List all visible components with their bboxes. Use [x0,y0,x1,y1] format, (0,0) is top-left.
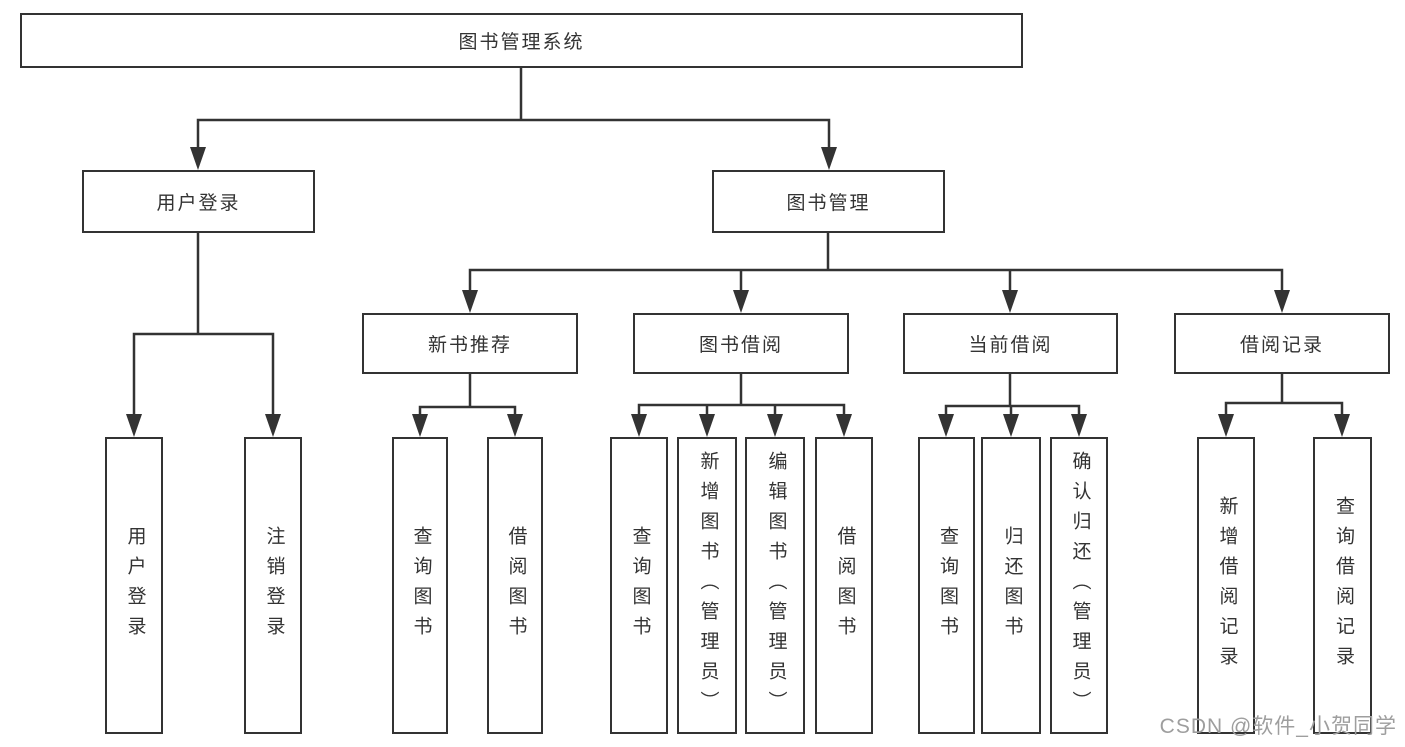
leaf-borrowing-query-books: 查询图书 [610,437,668,734]
node-library-system: 图书管理系统 [20,13,1023,68]
node-book-management-label: 图书管理 [786,193,871,214]
leaf-logout: 注销登录 [244,437,302,734]
leaf-borrowing-query-books-label: 查询图书 [629,525,651,646]
leaf-newbooks-query-books: 查询图书 [392,437,448,734]
leaf-current-return-books: 归还图书 [981,437,1041,734]
leaf-borrowing-edit-books-admin-label: 编辑图书（管理员） [765,450,787,721]
leaf-records-query-record-label: 查询借阅记录 [1332,495,1354,676]
node-book-borrowing: 图书借阅 [633,313,849,374]
node-borrowing-records-label: 借阅记录 [1239,335,1324,356]
leaf-records-query-record: 查询借阅记录 [1313,437,1372,734]
leaf-records-add-record: 新增借阅记录 [1197,437,1255,734]
node-user-login-label: 用户登录 [156,193,241,214]
leaf-borrowing-add-books-admin-label: 新增图书（管理员） [697,450,719,721]
leaf-current-confirm-return-admin-label: 确认归还（管理员） [1069,450,1091,721]
leaf-newbooks-borrow-books: 借阅图书 [487,437,543,734]
leaf-borrowing-borrow-books-label: 借阅图书 [834,525,856,646]
leaf-borrowing-borrow-books: 借阅图书 [815,437,873,734]
node-book-management: 图书管理 [712,170,945,233]
leaf-user-login: 用户登录 [105,437,163,734]
leaf-current-confirm-return-admin: 确认归还（管理员） [1050,437,1108,734]
node-library-system-label: 图书管理系统 [458,32,585,53]
leaf-current-query-books-label: 查询图书 [936,525,958,646]
node-user-login: 用户登录 [82,170,315,233]
arrowheads [126,147,1350,437]
csdn-watermark: CSDN @软件_小贺同学 [1159,715,1397,738]
leaf-newbooks-query-books-label: 查询图书 [410,525,432,646]
node-new-book-recommend-label: 新书推荐 [427,335,512,356]
node-new-book-recommend: 新书推荐 [362,313,578,374]
leaf-current-query-books: 查询图书 [918,437,975,734]
node-book-borrowing-label: 图书借阅 [698,335,783,356]
leaf-newbooks-borrow-books-label: 借阅图书 [505,525,527,646]
node-current-borrowing-label: 当前借阅 [968,335,1053,356]
node-borrowing-records: 借阅记录 [1174,313,1390,374]
leaf-borrowing-add-books-admin: 新增图书（管理员） [677,437,737,734]
leaf-records-add-record-label: 新增借阅记录 [1216,495,1238,676]
leaf-borrowing-edit-books-admin: 编辑图书（管理员） [745,437,805,734]
node-current-borrowing: 当前借阅 [903,313,1118,374]
leaf-user-login-label: 用户登录 [124,525,146,646]
leaf-logout-label: 注销登录 [263,525,285,646]
leaf-current-return-books-label: 归还图书 [1001,525,1023,646]
